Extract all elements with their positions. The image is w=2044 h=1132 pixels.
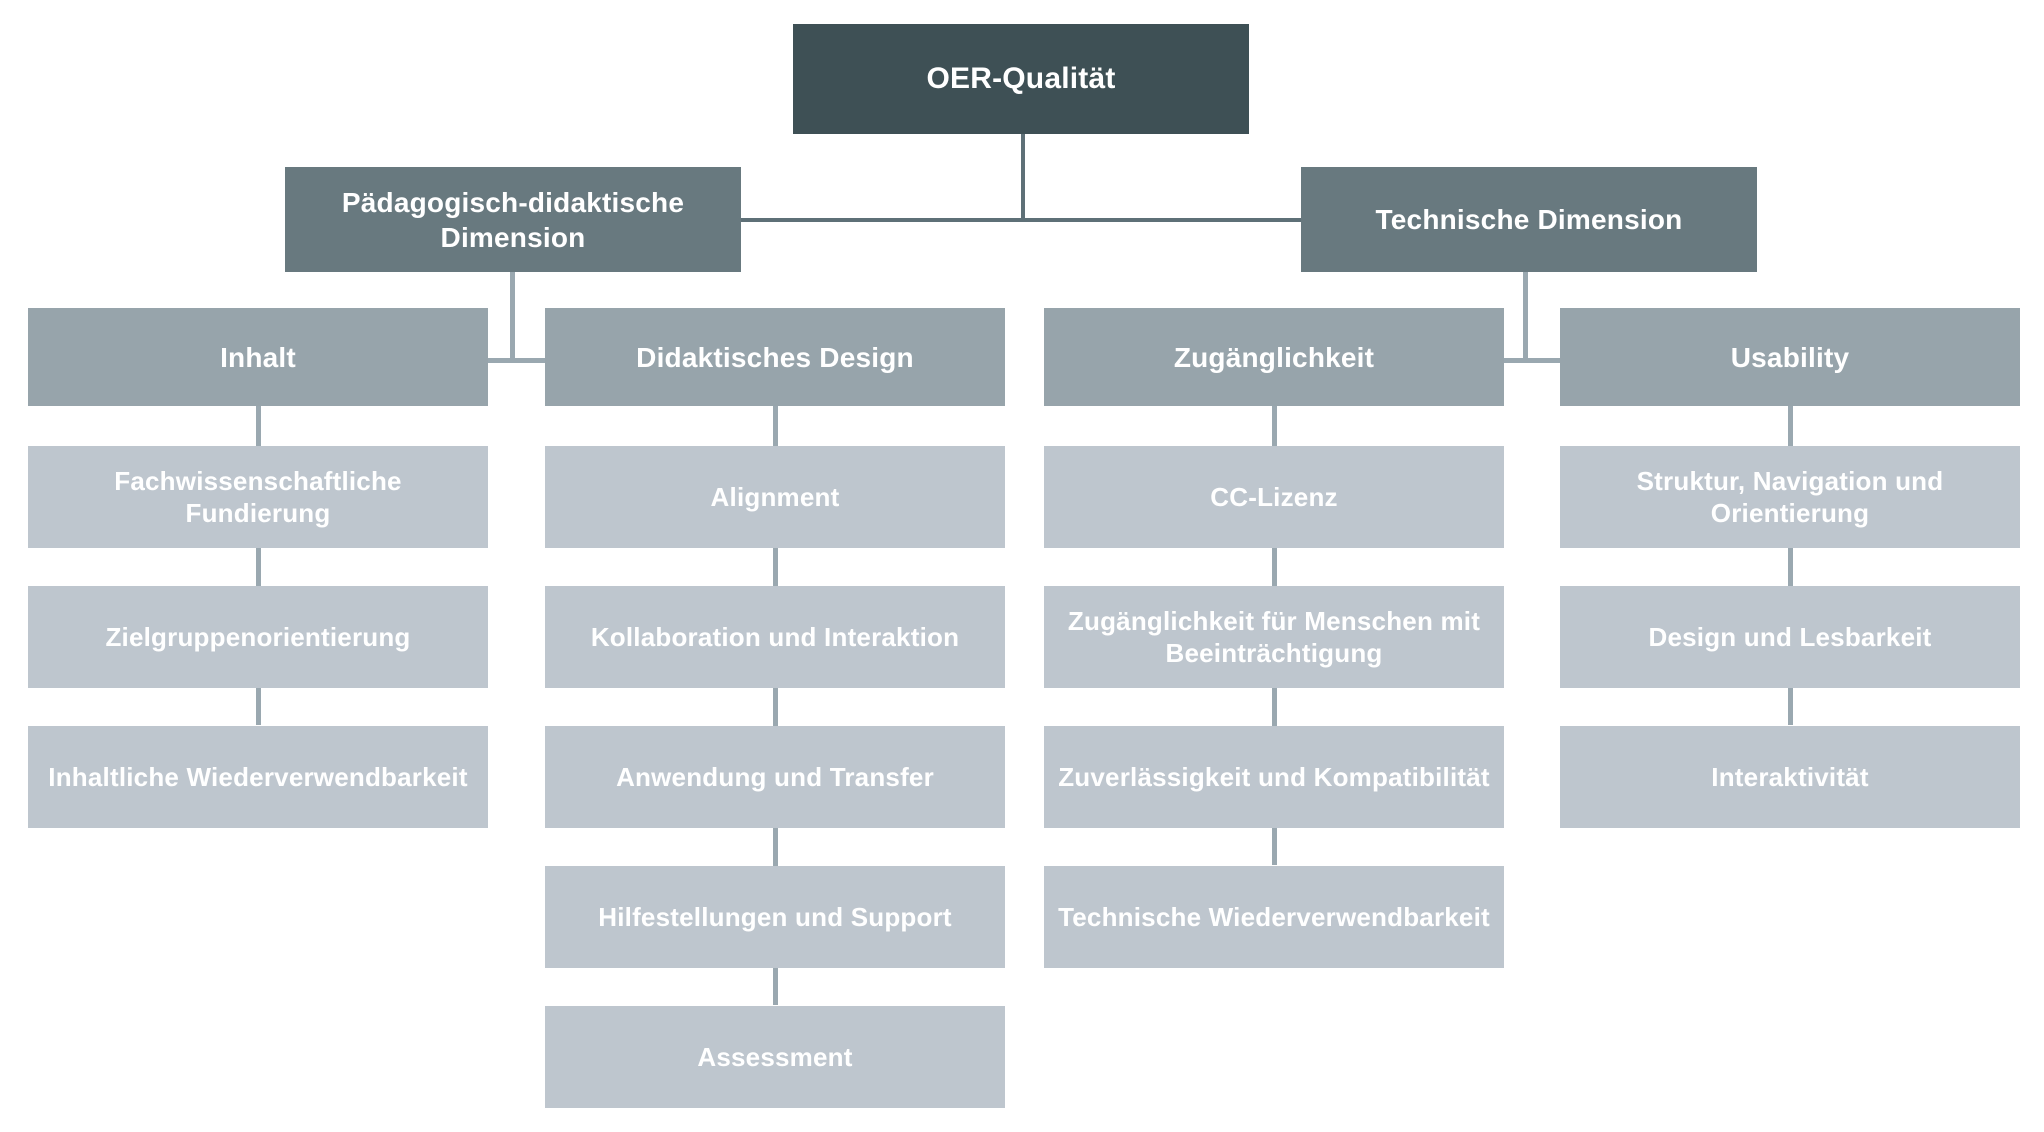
node-label: Zugänglichkeit xyxy=(1173,341,1375,373)
node-zugaenglichkeit[interactable]: Zugänglichkeit xyxy=(1044,308,1504,406)
node-technische-wiederverwendbarkeit[interactable]: Technische Wiederverwendbarkeit xyxy=(1044,866,1504,968)
node-kollaboration-und-interaktion[interactable]: Kollaboration und Interaktion xyxy=(545,586,1005,688)
connector-column-didaktisches-design xyxy=(773,405,778,1005)
node-technische-dimension[interactable]: Technische Dimension xyxy=(1301,167,1757,272)
node-oer-qualitaet[interactable]: OER-Qualität xyxy=(793,24,1249,134)
node-label: Zugänglichkeit für Menschen mit Beeinträ… xyxy=(1067,605,1481,669)
connector-column-usability xyxy=(1788,405,1793,725)
node-inhalt[interactable]: Inhalt xyxy=(28,308,488,406)
connector-column-inhalt xyxy=(256,405,261,725)
node-assessment[interactable]: Assessment xyxy=(545,1006,1005,1108)
connector-root-stem xyxy=(1021,133,1025,222)
node-alignment[interactable]: Alignment xyxy=(545,446,1005,548)
node-anwendung-und-transfer[interactable]: Anwendung und Transfer xyxy=(545,726,1005,828)
node-zielgruppenorientierung[interactable]: Zielgruppenorientierung xyxy=(28,586,488,688)
node-label: Inhaltliche Wiederverwendbarkeit xyxy=(48,761,468,792)
node-zuverlaessigkeit-und-kompatibilitaet[interactable]: Zuverlässigkeit und Kompatibilität xyxy=(1044,726,1504,828)
node-label: Kollaboration und Interaktion xyxy=(590,621,960,652)
node-interaktivitaet[interactable]: Interaktivität xyxy=(1560,726,2020,828)
node-label: Hilfestellungen und Support xyxy=(598,901,952,932)
node-label: Struktur, Navigation und Orientierung xyxy=(1636,465,1944,529)
node-label: CC-Lizenz xyxy=(1210,481,1338,512)
connector-technical-stem xyxy=(1523,270,1528,362)
node-label: Interaktivität xyxy=(1711,761,1869,792)
node-fachwissenschaftliche-fundierung[interactable]: Fachwissenschaftliche Fundierung xyxy=(28,446,488,548)
node-zugaenglichkeit-fuer-menschen-mit-beeintraechtigung[interactable]: Zugänglichkeit für Menschen mit Beeinträ… xyxy=(1044,586,1504,688)
node-paedagogisch-didaktische-dimension[interactable]: Pädagogisch-didaktische Dimension xyxy=(285,167,741,272)
node-hilfestellungen-und-support[interactable]: Hilfestellungen und Support xyxy=(545,866,1005,968)
node-label: Technische Wiederverwendbarkeit xyxy=(1058,901,1490,932)
node-label: Alignment xyxy=(710,481,840,512)
connector-root-horizontal xyxy=(738,218,1304,222)
connector-technical-horizontal xyxy=(1502,358,1563,363)
node-label: Didaktisches Design xyxy=(636,341,914,373)
connector-pedagogical-horizontal xyxy=(487,358,548,363)
node-label: Design und Lesbarkeit xyxy=(1648,621,1932,652)
connector-pedagogical-stem xyxy=(510,270,515,362)
node-label: Zuverlässigkeit und Kompatibilität xyxy=(1058,761,1490,792)
node-usability[interactable]: Usability xyxy=(1560,308,2020,406)
node-design-und-lesbarkeit[interactable]: Design und Lesbarkeit xyxy=(1560,586,2020,688)
node-label: Zielgruppenorientierung xyxy=(105,621,411,652)
node-label: Anwendung und Transfer xyxy=(616,761,934,792)
node-label: Inhalt xyxy=(220,341,296,373)
node-label: Fachwissenschaftliche Fundierung xyxy=(114,465,402,529)
node-cc-lizenz[interactable]: CC-Lizenz xyxy=(1044,446,1504,548)
node-label: Usability xyxy=(1730,341,1850,373)
node-didaktisches-design[interactable]: Didaktisches Design xyxy=(545,308,1005,406)
node-inhaltliche-wiederverwendbarkeit[interactable]: Inhaltliche Wiederverwendbarkeit xyxy=(28,726,488,828)
node-label: Pädagogisch-didaktische Dimension xyxy=(341,186,685,253)
node-struktur-navigation-und-orientierung[interactable]: Struktur, Navigation und Orientierung xyxy=(1560,446,2020,548)
node-label: Assessment xyxy=(697,1041,853,1072)
node-label: Technische Dimension xyxy=(1375,204,1683,235)
node-label: OER-Qualität xyxy=(926,62,1116,96)
